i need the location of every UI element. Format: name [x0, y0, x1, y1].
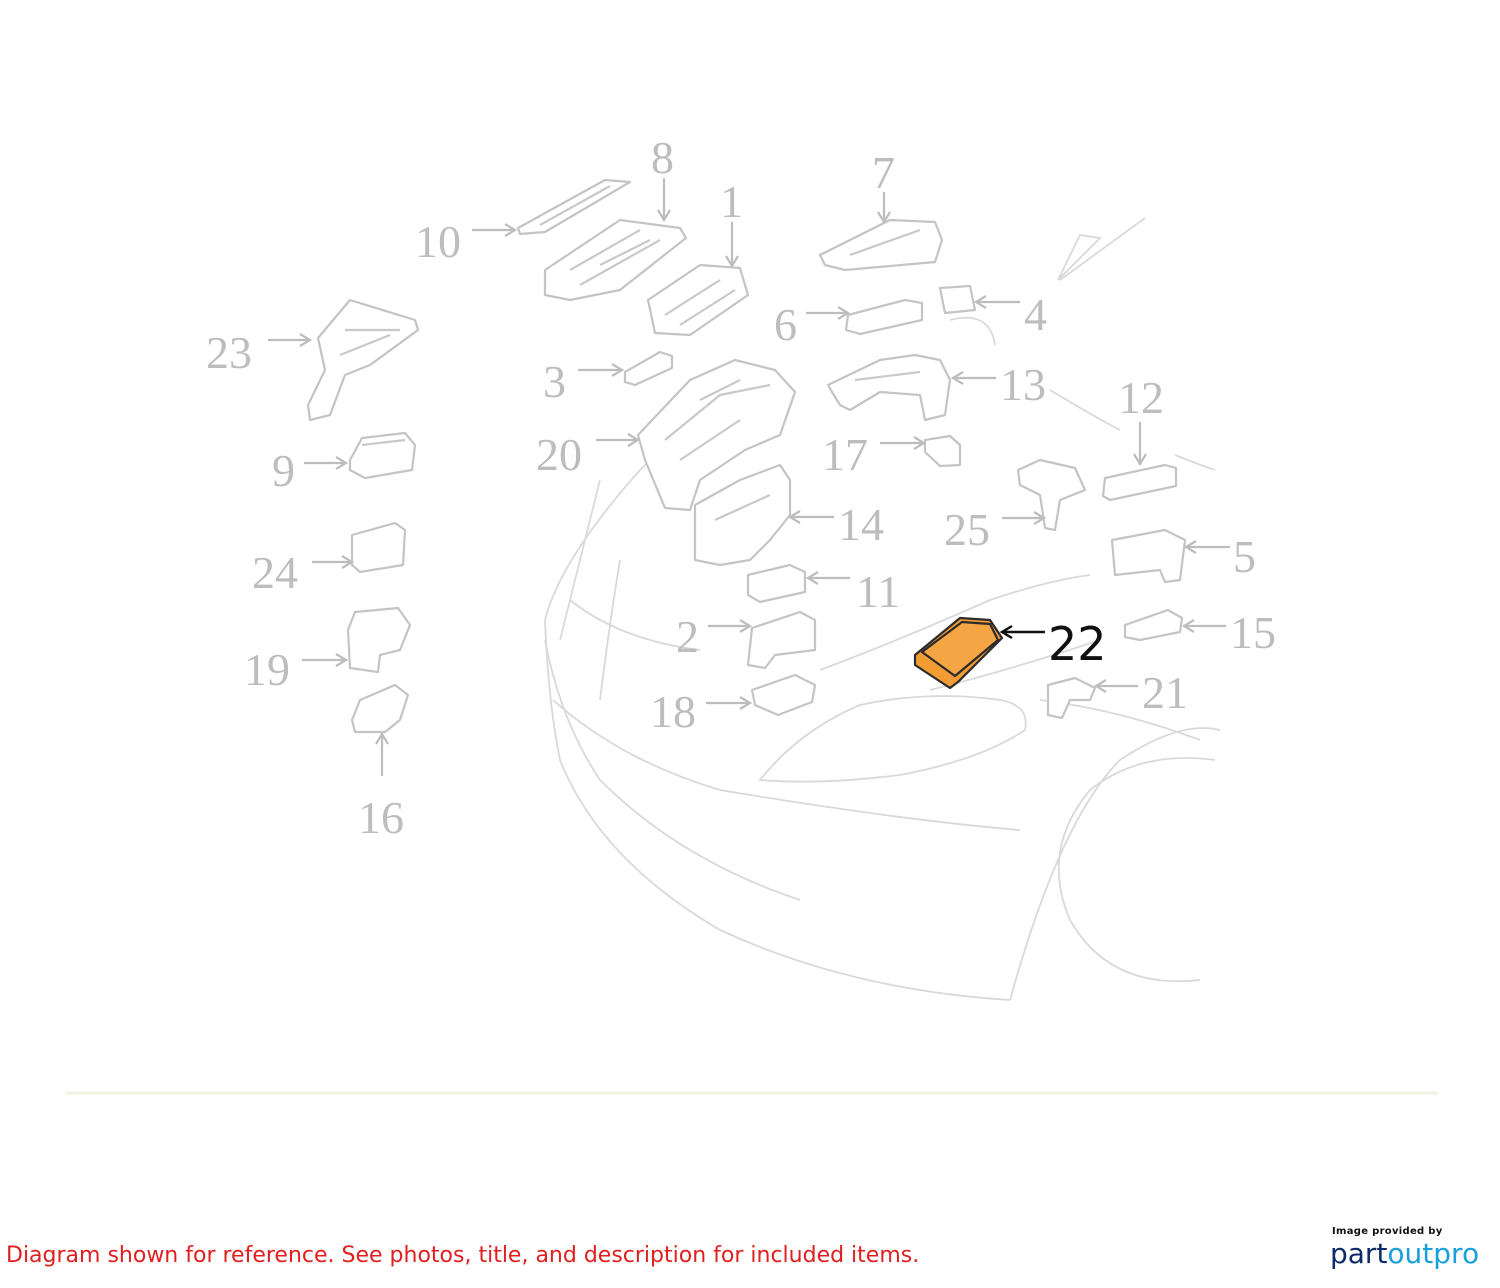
label-17: 17: [822, 429, 868, 480]
part-18: [750, 673, 817, 717]
logo-part: part: [1330, 1237, 1388, 1270]
part-12: [1101, 463, 1178, 502]
label-2: 2: [676, 611, 699, 662]
label-18: 18: [650, 686, 696, 737]
part-1: [646, 263, 750, 337]
label-20: 20: [536, 429, 582, 480]
part-21: [1046, 676, 1097, 720]
label-7: 7: [872, 147, 895, 198]
label-23: 23: [206, 327, 252, 378]
label-19: 19: [244, 644, 290, 695]
label-22: 22: [1048, 617, 1107, 671]
label-25: 25: [944, 504, 990, 555]
label-11: 11: [856, 566, 900, 617]
reference-disclaimer: Diagram shown for reference. See photos,…: [6, 1243, 920, 1268]
part-20: [636, 358, 797, 512]
part-16: [350, 683, 410, 734]
part-13: [826, 353, 952, 422]
label-16: 16: [358, 792, 404, 843]
part-10: [516, 178, 632, 236]
part-11: [746, 563, 807, 604]
label-21: 21: [1142, 667, 1188, 718]
part-25: [1016, 458, 1087, 532]
part-2: [746, 610, 817, 670]
label-10: 10: [415, 216, 461, 267]
part-24: [350, 521, 407, 574]
part-5: [1110, 528, 1187, 584]
leader-lines: [268, 178, 1230, 776]
label-6: 6: [774, 299, 797, 350]
label-12: 12: [1118, 372, 1164, 423]
part-14: [693, 463, 792, 567]
part-19: [346, 606, 412, 674]
part-3: [623, 350, 674, 387]
part-23: [306, 298, 420, 422]
label-15: 15: [1230, 607, 1276, 658]
label-5: 5: [1233, 531, 1256, 582]
part-labels: 10 8 1 7 6 4 23 3 13 12 20 17 9 14 25 24…: [206, 132, 1276, 843]
part-7: [818, 218, 944, 272]
part-4: [938, 284, 977, 315]
part-9: [348, 431, 417, 480]
label-1: 1: [720, 176, 743, 227]
part-22-highlighted: [913, 616, 1004, 690]
part-6: [844, 298, 924, 336]
label-3: 3: [543, 356, 566, 407]
label-13: 13: [1000, 359, 1046, 410]
label-14: 14: [838, 499, 884, 550]
logo-outpro: outpro: [1387, 1237, 1480, 1270]
partoutpro-logo: partoutpro: [1330, 1237, 1479, 1270]
part-15: [1123, 608, 1184, 642]
label-9: 9: [272, 445, 295, 496]
part-17: [923, 434, 962, 468]
label-24: 24: [252, 547, 298, 598]
part-8: [543, 218, 688, 302]
label-8: 8: [651, 132, 674, 183]
label-4: 4: [1024, 289, 1047, 340]
image-provided-by: Image provided by: [1332, 1226, 1443, 1237]
